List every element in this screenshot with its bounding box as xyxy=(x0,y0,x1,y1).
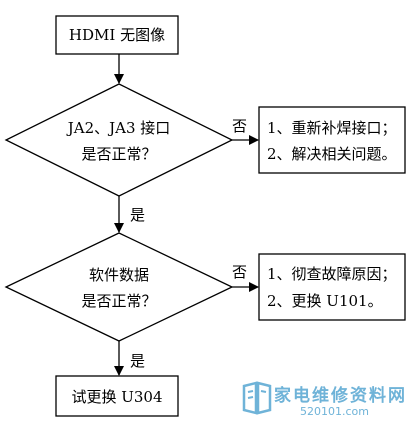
decision2-diamond xyxy=(4,232,234,342)
end-label: 试更换 U304 xyxy=(71,388,163,406)
watermark-title: 家电维修资料网 xyxy=(274,386,407,406)
edge-label-no2: 否 xyxy=(232,263,248,281)
action1-label-line2: 2、解决相关问题。 xyxy=(267,145,397,163)
book-logo-icon xyxy=(242,381,272,415)
action2-label-line1: 1、彻查故障原因； xyxy=(267,265,397,283)
edge-label-yes2: 是 xyxy=(130,352,146,370)
action1-box xyxy=(258,106,406,174)
action2-box xyxy=(258,253,406,321)
action2-label-line2: 2、更换 U101。 xyxy=(267,292,383,310)
end-box xyxy=(55,375,179,417)
edge-label-yes1: 是 xyxy=(130,206,146,224)
decision1-label-line2: 是否正常？ xyxy=(81,145,157,163)
action1-label-line1: 1、重新补焊接口； xyxy=(267,119,397,137)
watermark-url: 520101.com xyxy=(300,405,369,418)
decision2-label-line2: 是否正常？ xyxy=(81,292,157,310)
edge-label-no1: 否 xyxy=(232,117,248,135)
decision1-diamond xyxy=(4,83,234,197)
decision2-label-line1: 软件数据 xyxy=(88,266,149,284)
start-box xyxy=(55,15,179,55)
start-label: HDMI 无图像 xyxy=(68,26,166,44)
decision1-label-line1: JA2、JA3 接口 xyxy=(67,119,171,137)
